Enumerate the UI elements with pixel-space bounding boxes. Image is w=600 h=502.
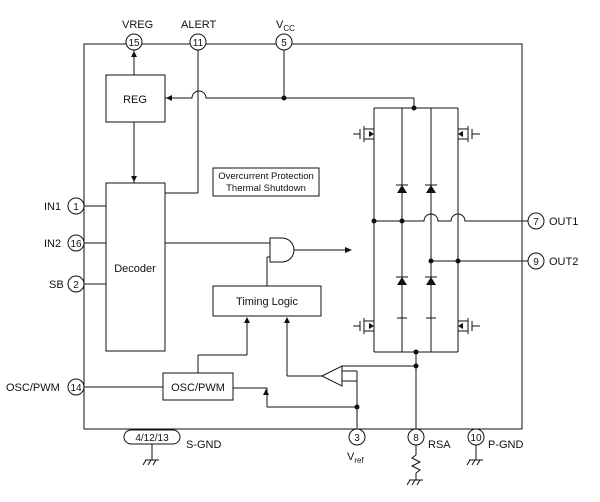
pin-rsa: 8 RSA (406, 428, 451, 486)
svg-text:P-GND: P-GND (488, 439, 524, 451)
svg-text:11: 11 (193, 38, 204, 49)
svg-text:SB: SB (49, 279, 64, 291)
svg-text:8: 8 (413, 433, 419, 444)
protection-note: Overcurrent Protection Thermal Shutdown (212, 167, 320, 197)
pin-out2: 9 OUT2 (527, 252, 578, 270)
svg-text:1: 1 (73, 202, 79, 213)
svg-text:10: 10 (470, 433, 482, 444)
pin-vcc: VCC 5 (275, 19, 295, 51)
svg-text:16: 16 (70, 239, 82, 250)
mosfet-bottom-right-icon (458, 318, 480, 334)
svg-text:REG: REG (123, 94, 147, 106)
svg-text:ALERT: ALERT (181, 19, 217, 31)
svg-text:Timing Logic: Timing Logic (236, 296, 298, 308)
svg-text:4/12/13: 4/12/13 (135, 433, 169, 444)
diode-icon (425, 184, 437, 193)
svg-text:Overcurrent Protection: Overcurrent Protection (218, 171, 314, 182)
svg-text:5: 5 (281, 38, 287, 49)
h-bridge (353, 107, 528, 353)
pin-osc-pwm: OSC/PWM 14 (6, 378, 85, 396)
comparator-icon (320, 365, 343, 387)
pin-sb: SB 2 (49, 275, 85, 293)
diode-icon (425, 276, 437, 285)
reg-block: REG (105, 74, 166, 123)
svg-text:Decoder: Decoder (114, 263, 156, 275)
pin-in2: IN2 16 (44, 234, 85, 252)
svg-text:RSA: RSA (428, 439, 451, 451)
pin-vreg: VREG 15 (122, 19, 153, 51)
svg-text:VREG: VREG (122, 19, 153, 31)
svg-text:OSC/PWM: OSC/PWM (6, 382, 60, 394)
mosfet-top-left-icon (353, 126, 374, 142)
pin-in1: IN1 1 (44, 197, 85, 215)
svg-text:OSC/PWM: OSC/PWM (171, 382, 225, 394)
svg-text:2: 2 (73, 280, 79, 291)
svg-text:OUT2: OUT2 (549, 256, 578, 268)
osc-pwm-block: OSC/PWM (162, 372, 234, 401)
timing-logic-block: Timing Logic (212, 285, 322, 317)
mosfet-top-right-icon (458, 126, 480, 142)
svg-text:VCC: VCC (276, 19, 295, 33)
decoder-block: Decoder (105, 182, 166, 352)
and-gate-icon (269, 237, 295, 263)
pin-out1: 7 OUT1 (527, 212, 578, 230)
resistor-icon (410, 454, 422, 474)
svg-text:14: 14 (70, 383, 82, 394)
svg-text:IN2: IN2 (44, 238, 61, 250)
svg-text:Thermal Shutdown: Thermal Shutdown (226, 183, 306, 194)
diode-icon (396, 184, 408, 193)
svg-text:3: 3 (354, 433, 360, 444)
pin-sgnd: 4/12/13 S-GND (123, 429, 222, 466)
pin-vref: 3 Vref (347, 428, 366, 465)
svg-text:7: 7 (533, 217, 539, 228)
svg-text:Vref: Vref (347, 451, 364, 465)
svg-text:OUT1: OUT1 (549, 216, 578, 228)
mosfet-bottom-left-icon (353, 318, 374, 334)
pin-pgnd: 10 P-GND (466, 428, 524, 466)
svg-text:15: 15 (128, 38, 140, 49)
svg-text:9: 9 (533, 257, 539, 268)
svg-text:S-GND: S-GND (186, 439, 222, 451)
svg-text:IN1: IN1 (44, 201, 61, 213)
diode-icon (396, 276, 408, 285)
